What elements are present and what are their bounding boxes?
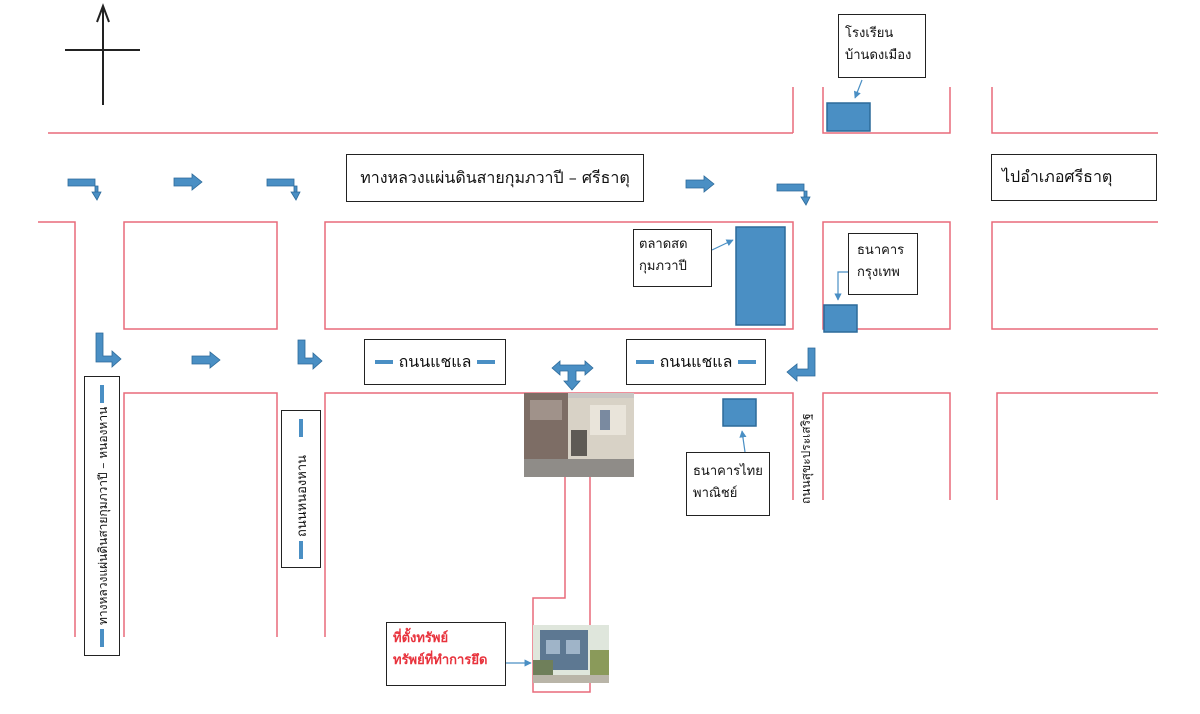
road-line — [996, 392, 1158, 500]
bangkok-bank-label: ธนาคาร กรุงเทพ — [848, 233, 918, 295]
road-dash-icon — [299, 541, 303, 559]
pointer-arrow — [739, 430, 747, 453]
road-line — [822, 392, 951, 500]
pointer-arrow — [834, 271, 848, 301]
road-line — [123, 392, 278, 637]
school-label: โรงเรียน บ้านดงเมือง — [838, 14, 926, 78]
direction-arrow-icon — [191, 351, 221, 369]
scb-building — [722, 398, 757, 427]
scb-label-line2: พาณิชย์ — [693, 486, 738, 501]
to-district-label: ไปอำเภอศรีธาตุ — [991, 154, 1157, 201]
market-label-line1: ตลาดสด — [639, 237, 688, 252]
road-line — [38, 221, 76, 637]
landmark-blocks — [722, 102, 871, 427]
property-label-line2: ทรัพย์ที่ทำการยึด — [393, 653, 488, 668]
market-label: ตลาดสด กุมภวาปี — [633, 229, 712, 287]
highway-label-text: ทางหลวงแผ่นดินสายกุมภวาปี – ศรีธาตุ — [360, 167, 630, 187]
road-dash-icon — [100, 629, 104, 647]
split-arrow-icon — [551, 360, 594, 391]
scb-label-line1: ธนาคารไทย — [693, 464, 763, 479]
road-dash-icon — [374, 360, 393, 364]
street-photo — [524, 393, 634, 477]
direction-arrow-icon — [173, 173, 203, 191]
left-vertical-road-label: ทางหลวงแผ่นดินสายกุมภวาปี – หนองหาน — [84, 376, 120, 656]
school-label-line2: บ้านดงเมือง — [845, 48, 912, 63]
road-line — [822, 87, 951, 134]
bangkok-bank-label-line2: กรุงเทพ — [857, 265, 900, 280]
road-dash-icon — [635, 360, 654, 364]
turn-arrow-icon — [95, 332, 122, 368]
north-arrow-icon — [65, 3, 140, 105]
school-label-line1: โรงเรียน — [845, 26, 894, 41]
market-building — [735, 226, 786, 326]
road-line — [991, 87, 1158, 134]
road-dash-icon — [477, 360, 496, 364]
road-dash-icon — [100, 385, 104, 403]
turn-arrow-icon — [67, 178, 102, 201]
direction-arrow-icon — [685, 175, 715, 193]
left-vertical-road-text: ทางหลวงแผ่นดินสายกุมภวาปี – หนองหาน — [96, 406, 110, 625]
turn-arrow-icon — [786, 347, 816, 382]
road-label-right-text: ถนนแชแล — [659, 351, 733, 371]
property-label-line1: ที่ตั้งทรัพย์ — [393, 631, 449, 646]
road-label-left-text: ถนนแชแล — [398, 351, 472, 371]
pointer-arrow — [853, 79, 863, 99]
scb-label: ธนาคารไทย พาณิชย์ — [686, 452, 770, 516]
road-label-left: ถนนแชแล — [364, 339, 506, 385]
turn-arrow-icon — [297, 339, 323, 370]
flow-arrows — [67, 170, 1149, 391]
city-block — [822, 221, 951, 330]
market-label-line2: กุมภวาปี — [639, 259, 687, 274]
turn-arrow-icon — [776, 183, 811, 206]
school-building — [826, 102, 871, 132]
property-label: ที่ตั้งทรัพย์ ทรัพย์ที่ทำการยึด — [386, 622, 506, 686]
right-vertical-road-text: ถนนสุขะประเสริฐ — [799, 413, 813, 504]
middle-vertical-road-label: ถนนหนองหาน — [281, 410, 321, 568]
road-dash-icon — [738, 360, 757, 364]
city-block — [123, 221, 278, 330]
road-label-right: ถนนแชแล — [626, 339, 766, 385]
bangkok-bank-label-line1: ธนาคาร — [857, 243, 905, 258]
road-line — [991, 221, 1158, 330]
property-photo — [533, 625, 609, 683]
road-dash-icon — [299, 419, 303, 437]
to-district-label-text: ไปอำเภอศรีธาตุ — [1002, 167, 1113, 186]
middle-vertical-road-text: ถนนหนองหาน — [295, 454, 310, 537]
turn-arrow-icon — [266, 178, 301, 201]
pointer-arrow — [711, 239, 734, 251]
pointer-arrows — [506, 79, 863, 667]
bangkok-bank-building — [823, 304, 858, 333]
city-block — [324, 221, 794, 330]
highway-label: ทางหลวงแผ่นดินสายกุมภวาปี – ศรีธาตุ — [346, 154, 644, 202]
